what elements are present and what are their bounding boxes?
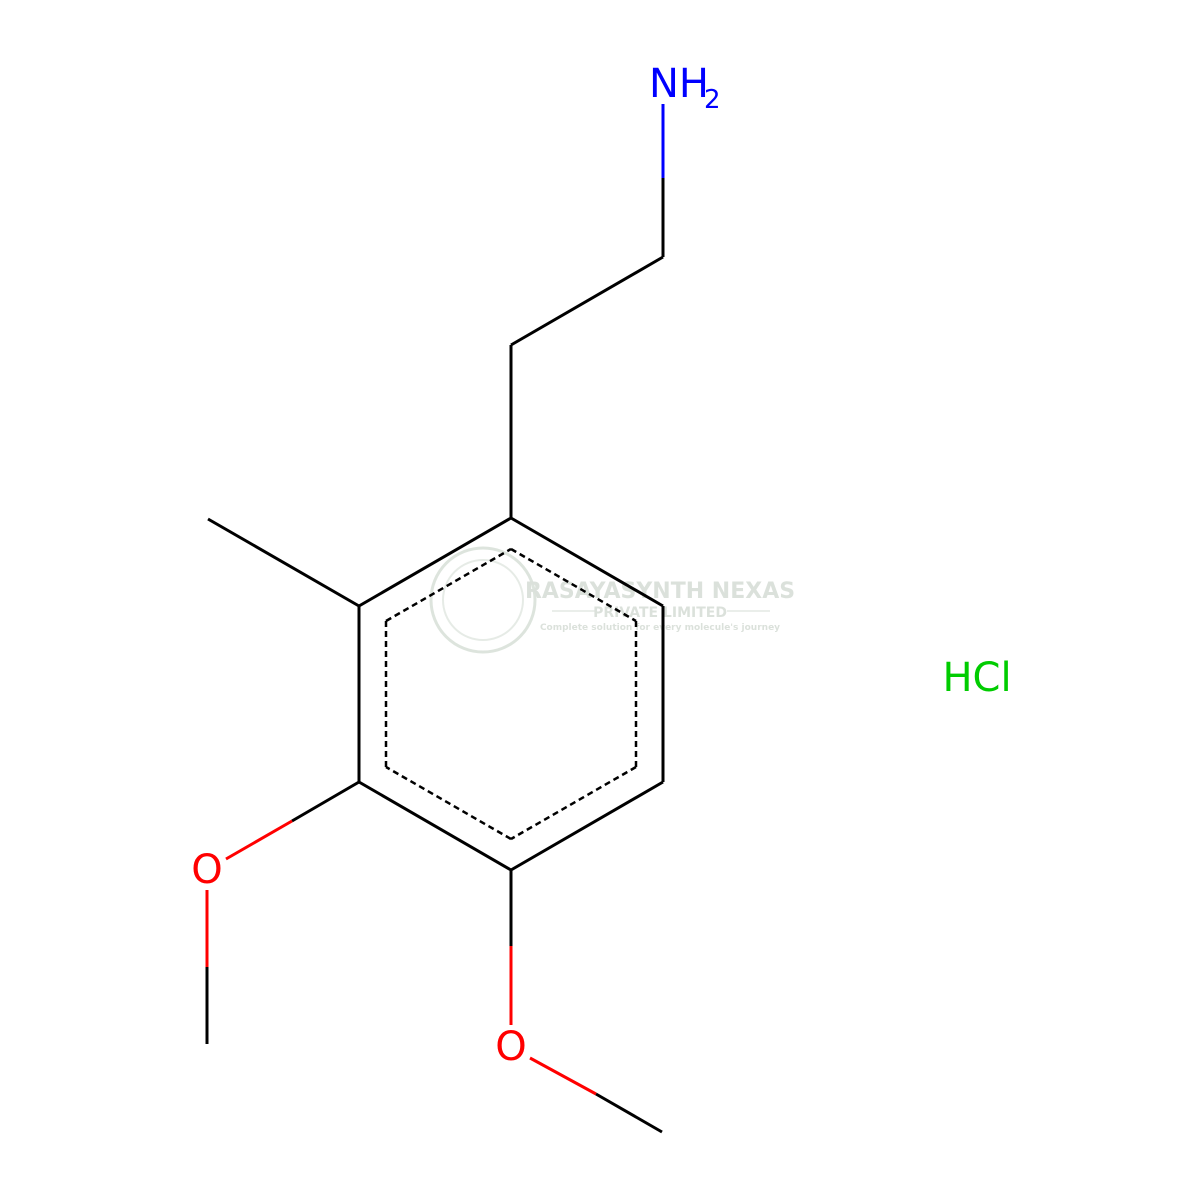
- ring-bond-c6-c1: [358, 516, 512, 608]
- ring-bond-c4-c5: [358, 780, 512, 872]
- watermark-logo-icon: [429, 546, 537, 654]
- benzene-ring: [357, 516, 665, 872]
- methoxy-group-lower: [509, 870, 663, 1134]
- aromatic-dash-1: [510, 547, 637, 623]
- watermark-tagline: Complete solution for every molecule's j…: [540, 623, 780, 633]
- bond-ring-o-upper-black: [291, 780, 360, 823]
- bond-o-methyl-lower-black: [595, 1092, 663, 1134]
- aromatic-ring-dashes: [384, 547, 638, 841]
- watermark: RASAYASYNTH NEXAS PRIVATE LIMITED Comple…: [429, 546, 795, 654]
- watermark-logo-inner-icon: [442, 559, 524, 641]
- aromatic-dash-3: [510, 765, 637, 841]
- amine-subscript: 2: [704, 85, 721, 115]
- aromatic-dash-6: [385, 547, 512, 623]
- ring-bond-c3-c4: [510, 780, 664, 872]
- watermark-company: RASAYASYNTH NEXAS: [525, 579, 795, 604]
- aromatic-dash-4: [385, 765, 512, 841]
- bond-ring-o-upper-red: [225, 819, 293, 861]
- oxygen-upper-label: O: [191, 847, 222, 893]
- bond-o-methyl-lower-red: [529, 1056, 597, 1096]
- ring-bond-c1-c2: [510, 516, 664, 608]
- ethylamine-chain: [509, 104, 665, 518]
- bond-ch2-ch2: [510, 255, 664, 347]
- amine-label: NH: [649, 61, 709, 107]
- methoxy-group-upper: [205, 780, 360, 1044]
- watermark-subtitle: PRIVATE LIMITED: [593, 605, 727, 621]
- salt-label: HCl: [942, 655, 1011, 701]
- bond-methyl: [207, 517, 360, 608]
- oxygen-lower-label: O: [495, 1024, 526, 1070]
